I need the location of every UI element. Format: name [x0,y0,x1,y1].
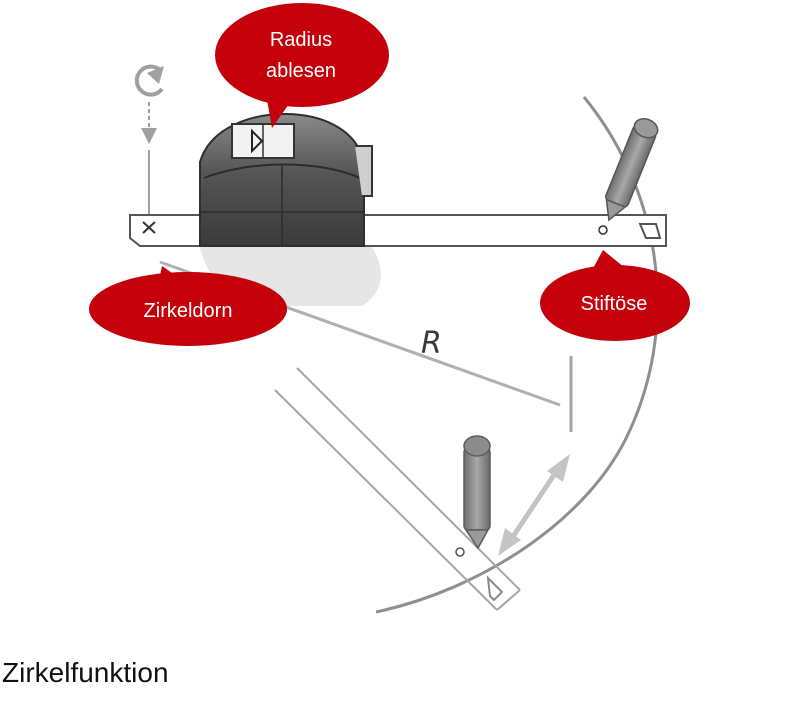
rotated-tape-blade [274,367,521,611]
x-mark-icon [142,221,156,234]
callout-stiftoese-label: Stiftöse [581,293,648,315]
callout-zirkeldorn: Zirkeldorn [89,266,287,346]
tape-case [199,112,373,247]
callout-zirkeldorn-label: Zirkeldorn [144,300,233,322]
pen-eyelet [598,225,608,235]
double-arrow-icon [498,454,570,556]
circular-arrow-icon [134,64,164,97]
rotation-axis [141,102,157,215]
compass-function-diagram: R Radius ables [89,3,690,614]
callout-radius-ablesen: Radius ablesen [215,3,389,128]
callout-radius-line1: Radius [270,29,332,51]
traced-arc [375,96,659,614]
figure-caption: Zirkelfunktion [2,657,169,688]
radius-label: R [421,326,442,361]
pen-rotated [455,435,491,557]
callout-radius-line2: ablesen [266,60,336,82]
callout-stiftoese: Stiftöse [540,250,690,341]
triangle-marker-icon [251,128,264,154]
pen-main [605,118,659,222]
